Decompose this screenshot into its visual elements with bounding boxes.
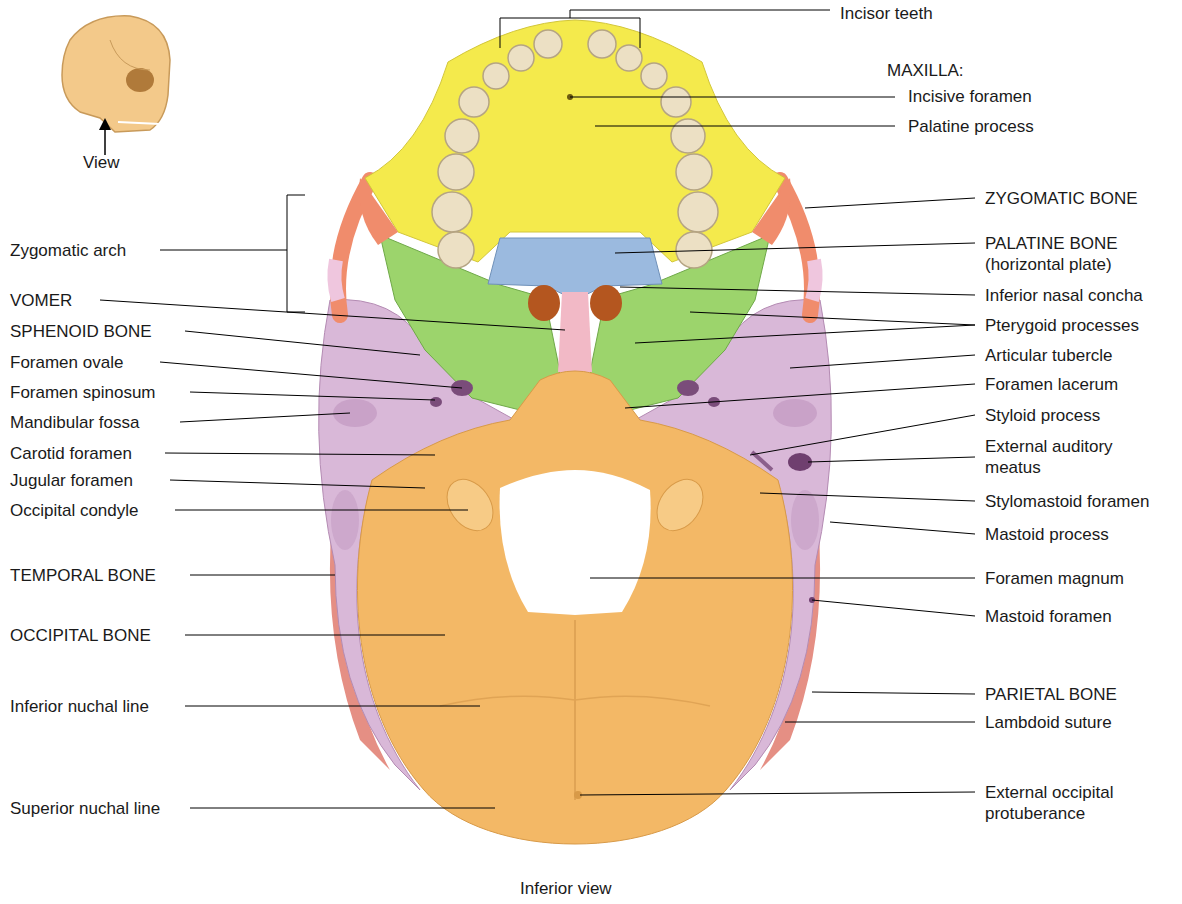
part-label: MAXILLA: (887, 60, 964, 81)
part-label: SPHENOID BONE (10, 321, 152, 342)
part-label: Foramen spinosum (10, 382, 156, 403)
part-label: Incisive foramen (908, 86, 1032, 107)
part-label: Zygomatic arch (10, 240, 126, 261)
part-label: VOMER (10, 290, 72, 311)
part-label: Mandibular fossa (10, 412, 139, 433)
part-label: Inferior nasal concha (985, 285, 1143, 306)
leader-lines (100, 10, 975, 808)
part-label: View (83, 152, 120, 173)
part-label: Inferior nuchal line (10, 696, 149, 717)
part-label: PARIETAL BONE (985, 684, 1117, 705)
part-label: Palatine process (908, 116, 1034, 137)
part-label: Styloid process (985, 405, 1100, 426)
part-label: Articular tubercle (985, 345, 1113, 366)
part-label: Stylomastoid foramen (985, 491, 1149, 512)
part-label: Foramen magnum (985, 568, 1124, 589)
part-label: Foramen lacerum (985, 374, 1118, 395)
part-label: Lambdoid suture (985, 712, 1112, 733)
part-label: OCCIPITAL BONE (10, 625, 151, 646)
part-label: Mastoid foramen (985, 606, 1112, 627)
orientation-icon (62, 16, 170, 155)
part-label: Jugular foramen (10, 470, 133, 491)
part-label: Mastoid process (985, 524, 1109, 545)
part-label: External auditory meatus (985, 436, 1135, 478)
part-label: External occipital protuberance (985, 782, 1175, 824)
part-label: Superior nuchal line (10, 798, 160, 819)
part-label: Occipital condyle (10, 500, 139, 521)
part-label: Foramen ovale (10, 352, 123, 373)
part-label: Incisor teeth (840, 2, 933, 23)
part-label: PALATINE BONE (horizontal plate) (985, 233, 1155, 275)
part-label: Carotid foramen (10, 443, 132, 464)
part-label: Pterygoid processes (985, 315, 1139, 336)
view-caption: Inferior view (520, 878, 612, 899)
part-label: TEMPORAL BONE (10, 565, 156, 586)
part-label: ZYGOMATIC BONE (985, 188, 1138, 209)
